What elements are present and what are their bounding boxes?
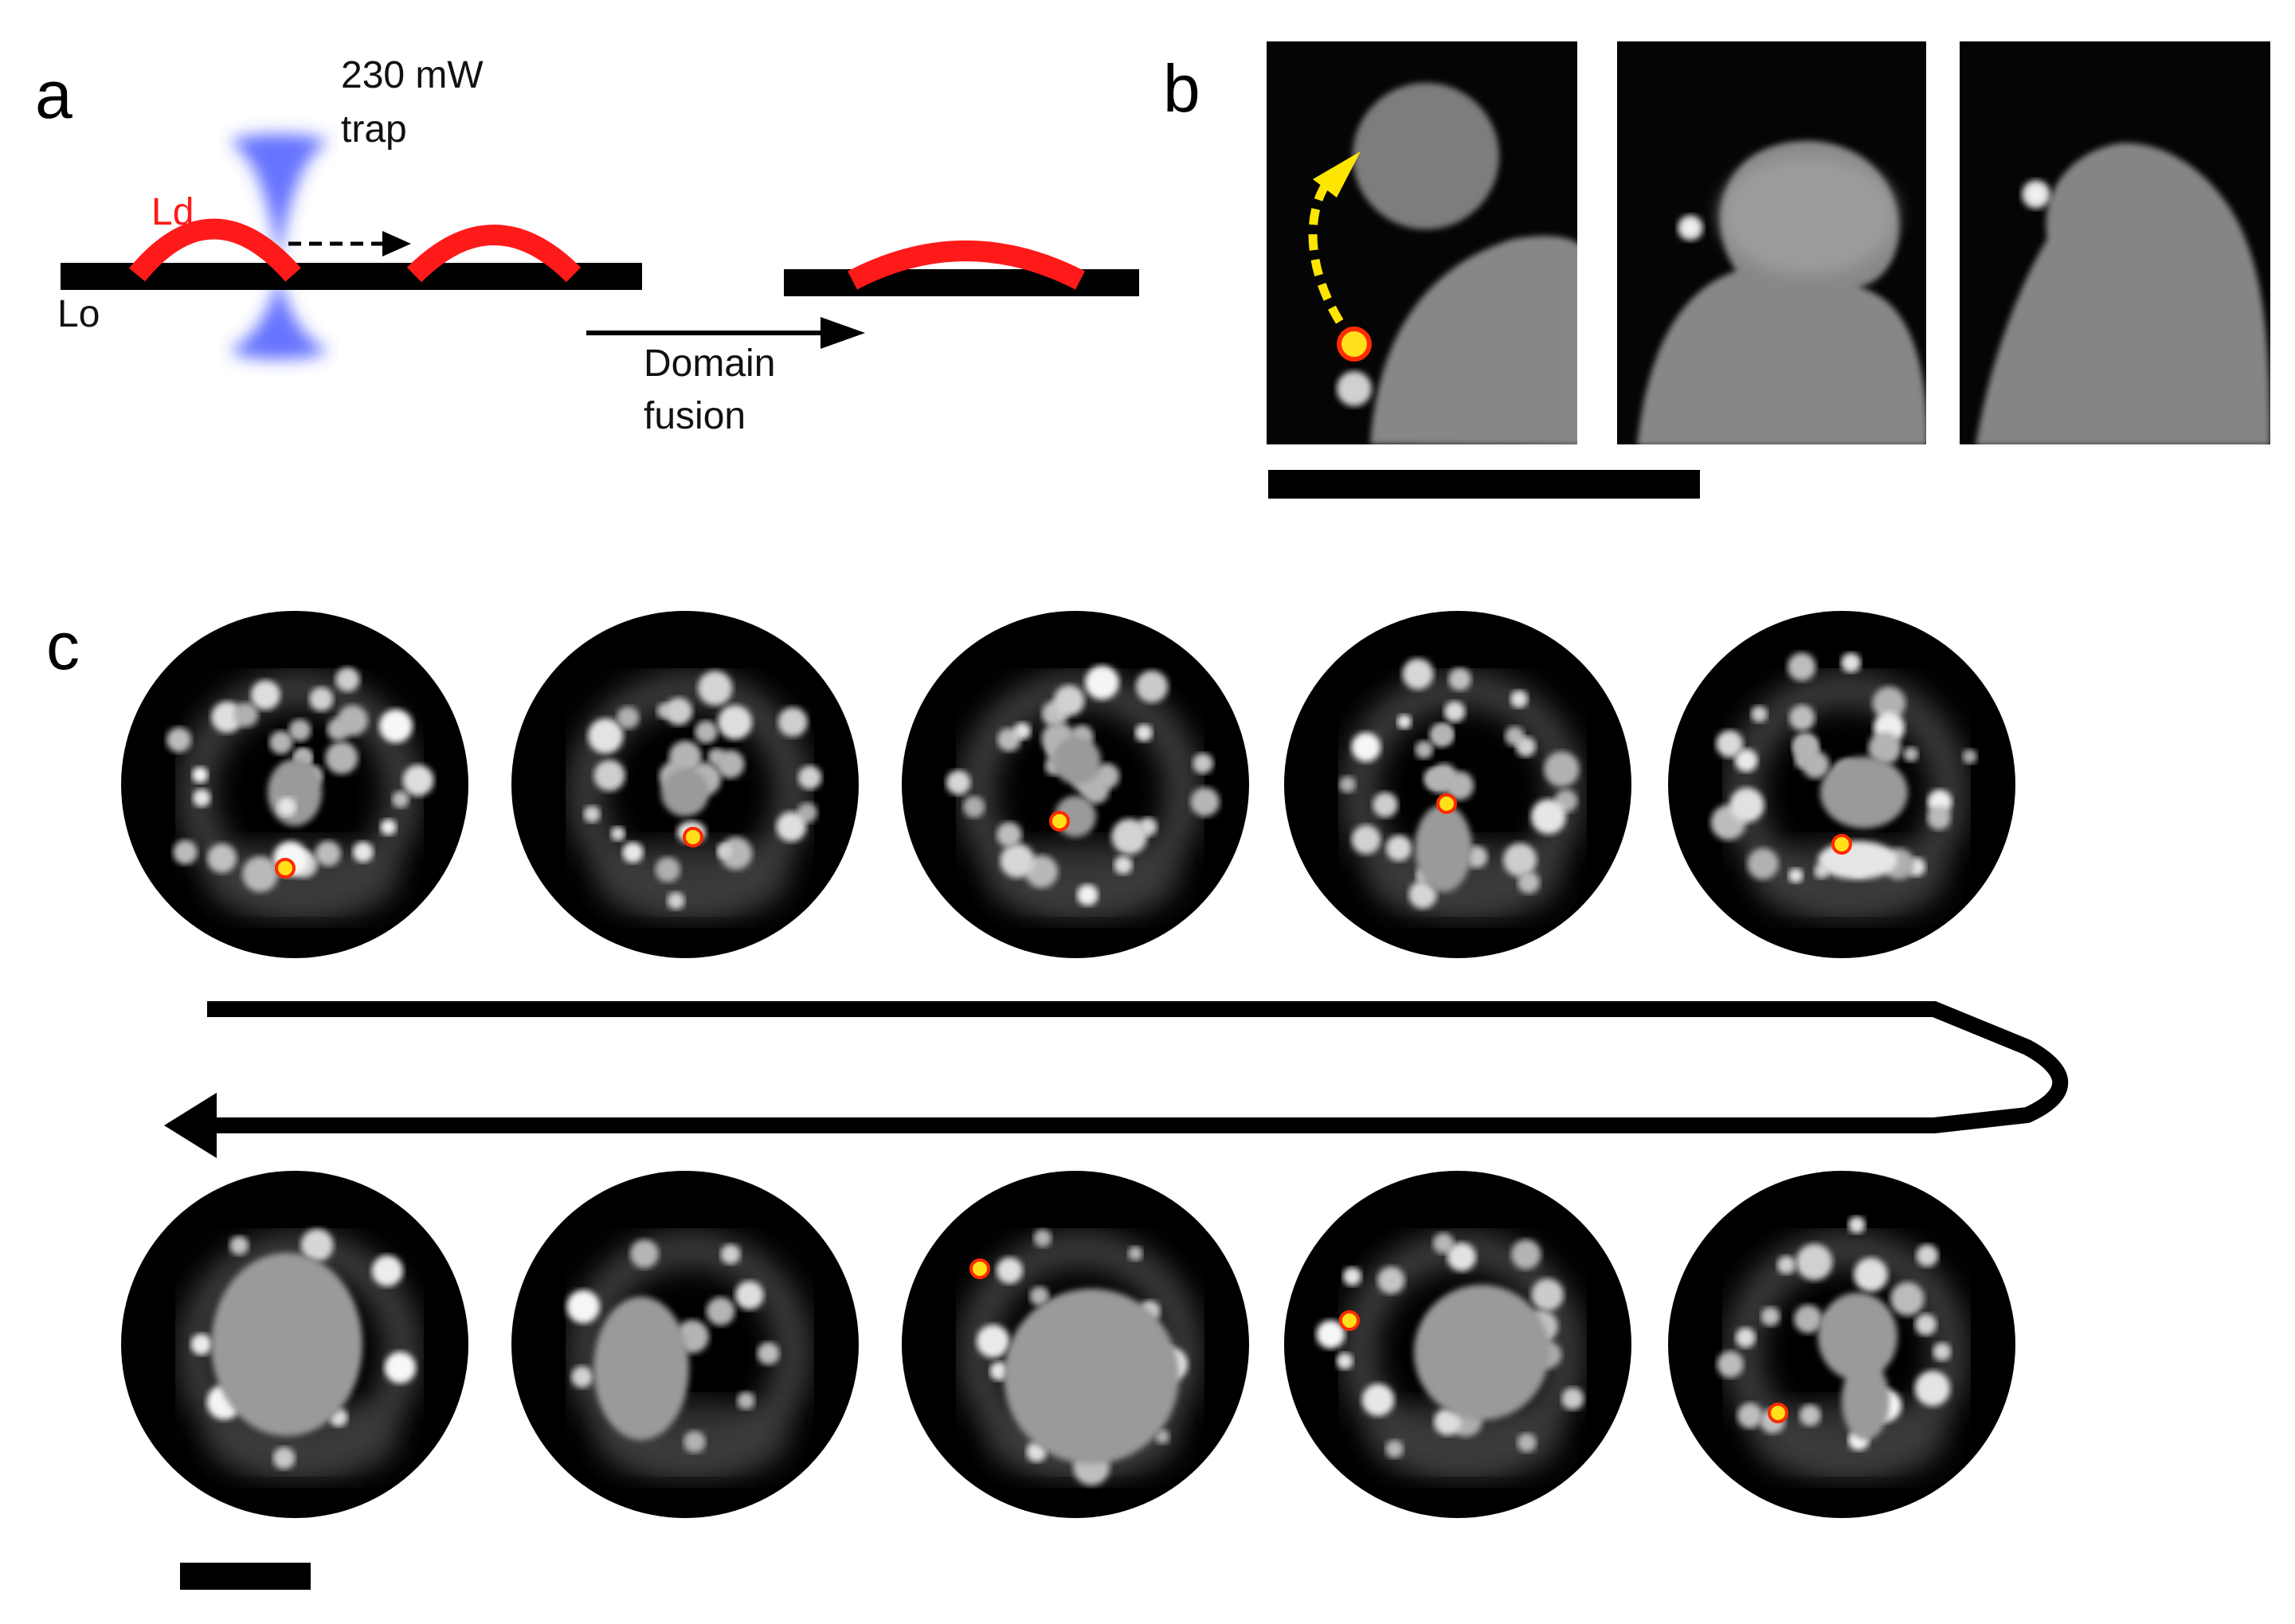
panel-b-label: b (1163, 51, 1200, 126)
vesicle-series (121, 611, 2015, 1518)
lo-membrane-right (784, 269, 1139, 296)
panel-c: c (46, 609, 2069, 1590)
dashed-arrow-head (382, 231, 411, 256)
micrograph-b-2 (1617, 41, 1926, 444)
trap-marker (1337, 327, 1372, 362)
vesicle-micrograph (1284, 1171, 1631, 1518)
trap-marker (1436, 793, 1457, 814)
optical-trap-beam (229, 134, 328, 360)
micrograph-b-1 (1267, 41, 1577, 444)
trap-marker (1831, 834, 1852, 855)
trap-label: trap (341, 108, 407, 151)
scale-bar-b (1268, 470, 1700, 499)
vesicle-micrograph (121, 1171, 468, 1518)
vesicle-micrograph (121, 611, 468, 958)
ld-domain-2 (406, 225, 582, 283)
fusion-label-2: fusion (644, 395, 746, 437)
panel-a-label: a (35, 57, 72, 132)
trap-marker (1049, 811, 1070, 832)
trap-marker (275, 858, 296, 879)
trap-marker (1339, 1310, 1360, 1331)
vesicle-micrograph (511, 611, 859, 958)
time-sequence-arrow-head (164, 1093, 217, 1158)
fusion-arrow-head (820, 317, 865, 349)
vesicle-micrograph (902, 611, 1249, 958)
panel-c-label: c (46, 609, 80, 683)
trap-marker (1768, 1403, 1788, 1423)
ld-domain-1 (128, 218, 301, 282)
panel-b: b (1163, 41, 2270, 499)
lo-label: Lo (57, 293, 100, 335)
ld-domain-fused (847, 241, 1085, 290)
trap-marker (969, 1258, 990, 1279)
time-sequence-arrow (201, 1001, 2069, 1133)
ld-label: Ld (151, 191, 194, 233)
trap-power-label: 230 mW (341, 54, 484, 96)
scale-bar-c (180, 1563, 311, 1590)
trap-path-arrow (1308, 170, 1358, 346)
trap-marker (683, 827, 703, 847)
trap-path-arrow-head (1313, 151, 1361, 198)
fusion-label-1: Domain (644, 342, 775, 385)
panel-a: a 230 mW trap Ld Lo Domain fusion (35, 54, 1139, 437)
vesicle-micrograph (1668, 611, 2015, 958)
micrograph-b-3 (1960, 41, 2270, 444)
vesicle-micrograph (1668, 1171, 2015, 1518)
vesicle-micrograph (902, 1171, 1249, 1518)
vesicle-micrograph (1284, 611, 1631, 958)
vesicle-micrograph (511, 1171, 859, 1518)
